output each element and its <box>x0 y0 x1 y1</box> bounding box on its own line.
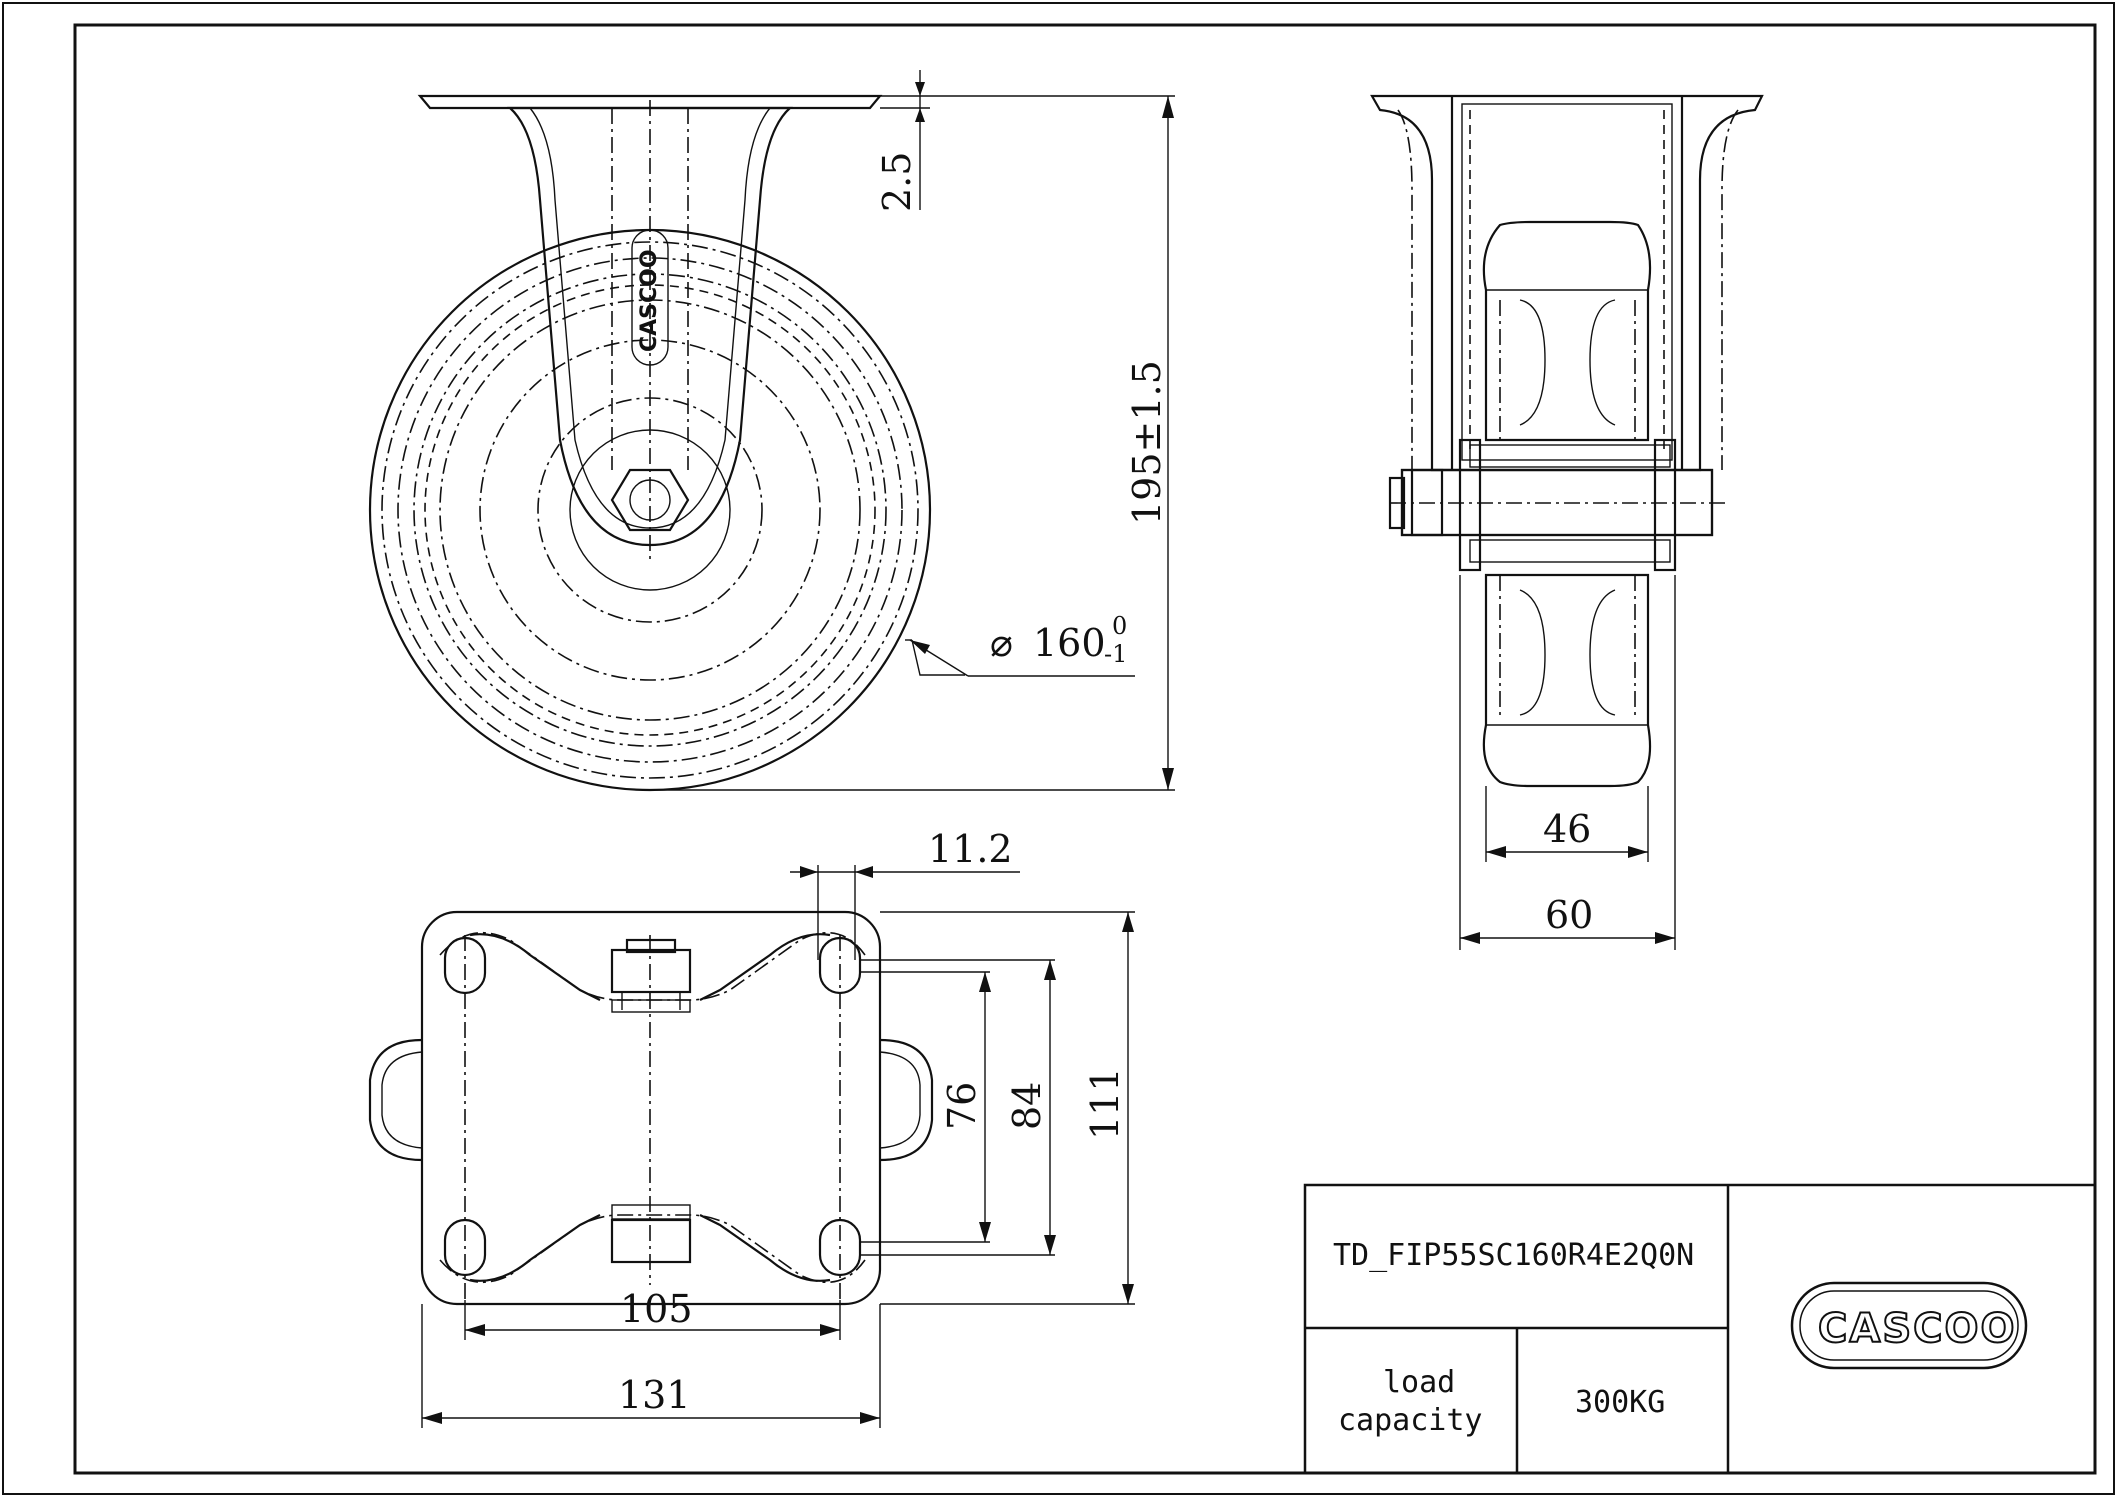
dim-wheel-diameter-tol-lower: -1 <box>1104 640 1127 668</box>
logo-text: CASCOO <box>1818 1306 2016 1352</box>
front-view-dimensions: 2.5 195±1.5 ⌀ 160 0 -1 <box>650 70 1175 791</box>
inner-border <box>73 23 2097 1475</box>
dim-hole-spacing-76: 76 <box>940 1082 984 1130</box>
dim-plate-width-131: 131 <box>618 1373 691 1417</box>
dim-hole-spacing-105: 105 <box>620 1287 693 1331</box>
dim-hole-diameter: 11.2 <box>928 827 1013 871</box>
dim-overall-height: 195±1.5 <box>1125 360 1169 525</box>
top-view-dimensions: 11.2 76 84 111 105 13 <box>421 827 1135 1428</box>
dim-plate-length-111: 111 <box>1083 1067 1127 1140</box>
side-view-dimensions: 46 60 <box>1459 575 1676 950</box>
load-capacity-value: 300KG <box>1575 1385 1665 1420</box>
load-capacity-label-line1: load <box>1383 1365 1455 1400</box>
side-view <box>1370 94 1764 788</box>
dim-diameter-symbol: ⌀ <box>990 621 1013 665</box>
top-view <box>368 910 934 1306</box>
front-view: CASCOO <box>368 94 932 792</box>
dim-bracket-width: 60 <box>1545 893 1593 937</box>
part-number: TD_FIP55SC160R4E2Q0N <box>1333 1238 1694 1273</box>
dim-wheel-width: 46 <box>1543 807 1591 851</box>
title-block: TD_FIP55SC160R4E2Q0N load capacity 300KG… <box>1303 1183 2097 1475</box>
load-capacity-label-line2: capacity <box>1338 1403 1483 1438</box>
cascoo-logo: CASCOO <box>1790 1281 2028 1370</box>
dim-wheel-diameter: 160 <box>1033 621 1106 665</box>
stamp-logo-text: CASCOO <box>637 249 662 352</box>
dim-wheel-diameter-tol-upper: 0 <box>1112 612 1127 640</box>
dim-hole-spacing-84: 84 <box>1005 1082 1049 1130</box>
dim-plate-thickness: 2.5 <box>875 152 919 212</box>
